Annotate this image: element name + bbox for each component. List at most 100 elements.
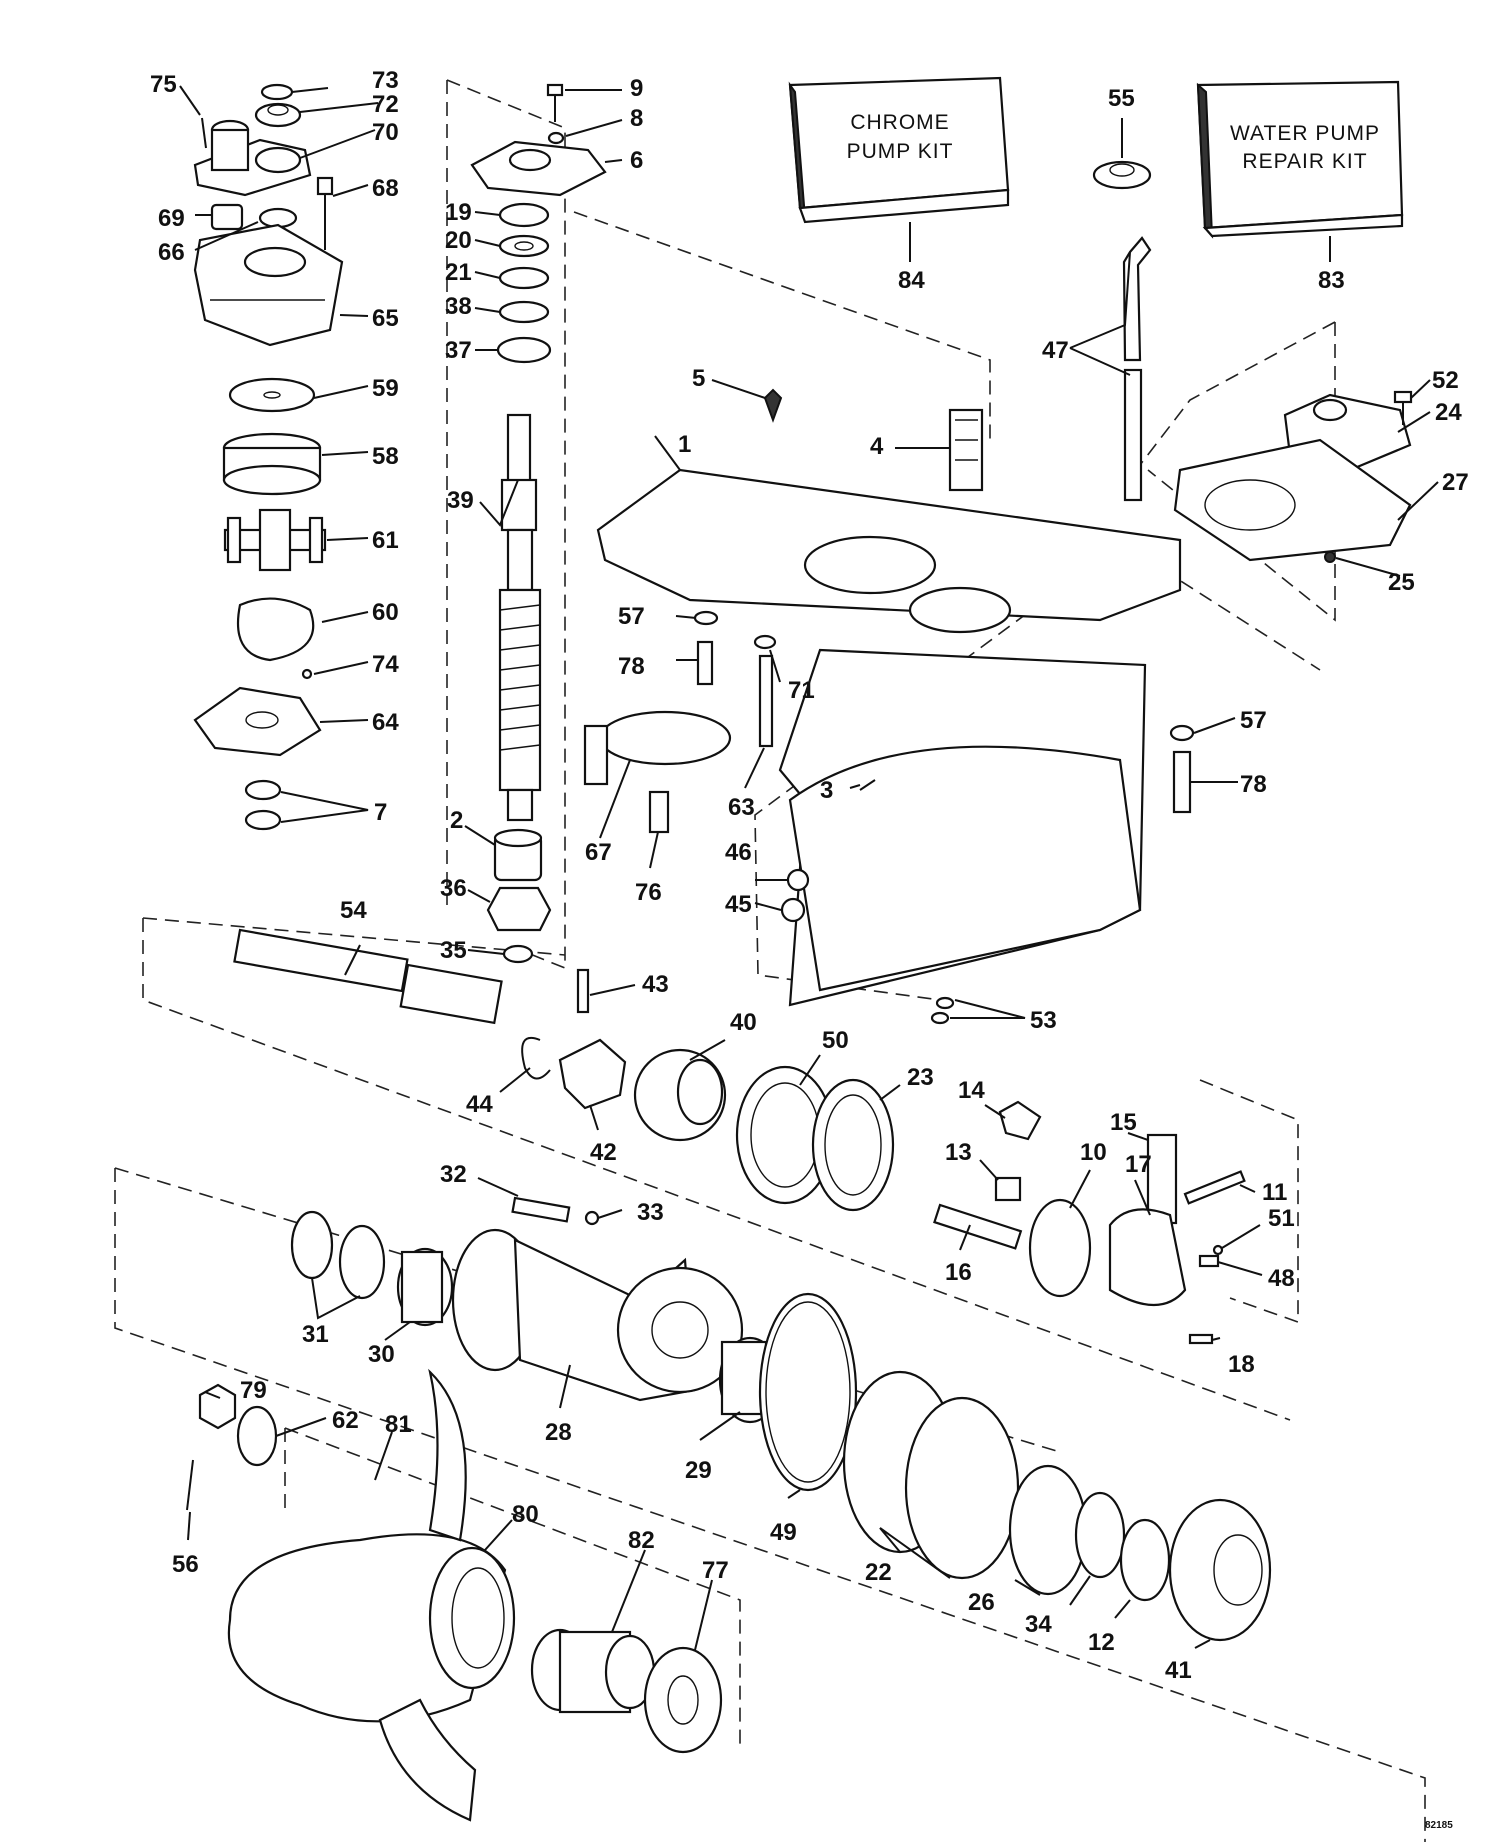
callout-18: 18 [1228,1351,1255,1378]
callout-19: 19 [445,199,472,226]
callout-38: 38 [445,293,472,320]
callout-62: 62 [332,1407,359,1434]
callout-71: 71 [788,677,815,704]
chrome-pump-kit-box: CHROME PUMP KIT [788,76,1010,262]
callout-23: 23 [907,1064,934,1091]
callout-20: 20 [445,227,472,254]
callout-41: 41 [1165,1657,1192,1684]
callout-32: 32 [440,1161,467,1188]
callout-5: 5 [692,365,705,392]
callout-46: 46 [725,839,752,866]
callout-42: 42 [590,1139,617,1166]
figure-reference: 82185 [1425,1820,1453,1831]
water-tube-and-right-pump [1092,160,1413,563]
callout-25: 25 [1388,569,1415,596]
callout-44: 44 [466,1091,493,1118]
chrome-pump-kit-line-1: CHROME [850,111,949,134]
callout-9: 9 [630,75,643,102]
callout-1: 1 [678,431,691,458]
callout-35: 35 [440,937,467,964]
callout-12: 12 [1088,1629,1115,1656]
water-pump-repair-kit-line-2: REPAIR KIT [1242,150,1367,173]
callout-56: 56 [172,1551,199,1578]
driveshaft-stack [470,83,607,964]
callout-3: 3 [820,777,833,804]
callout-77: 77 [702,1557,729,1584]
water-pump-repair-kit-line-1: WATER PUMP [1230,122,1380,145]
callout-66: 66 [158,239,185,266]
callout-74: 74 [372,651,399,678]
callout-54: 54 [340,897,367,924]
callout-14: 14 [958,1077,985,1104]
callout-13: 13 [945,1139,972,1166]
callout-34: 34 [1025,1611,1052,1638]
callout-67: 67 [585,839,612,866]
callout-40: 40 [730,1009,757,1036]
callout-7: 7 [374,799,387,826]
callout-82: 82 [628,1527,655,1554]
callout-57-right: 57 [1240,707,1267,734]
callout-2: 2 [450,807,463,834]
callout-57-left: 57 [618,603,645,630]
callout-10: 10 [1080,1139,1107,1166]
callout-17: 17 [1125,1151,1152,1178]
callout-52: 52 [1432,367,1459,394]
callout-4: 4 [870,433,884,460]
callout-59: 59 [372,375,399,402]
water-pump-stack [193,83,344,831]
callout-47: 47 [1042,337,1069,364]
callout-29: 29 [685,1457,712,1484]
callout-78-right: 78 [1240,771,1267,798]
callout-51: 51 [1268,1205,1295,1232]
callout-80: 80 [512,1501,539,1528]
callout-31: 31 [302,1321,329,1348]
callout-43: 43 [642,971,669,998]
callout-37: 37 [445,337,472,364]
callout-26: 26 [968,1589,995,1616]
callout-39: 39 [447,487,474,514]
callout-28: 28 [545,1419,572,1446]
callout-53: 53 [1030,1007,1057,1034]
callout-58: 58 [372,443,399,470]
callout-36: 36 [440,875,467,902]
callout-16: 16 [945,1259,972,1286]
callout-33: 33 [637,1199,664,1226]
callout-83: 83 [1318,267,1345,294]
callout-49: 49 [770,1519,797,1546]
callout-50: 50 [822,1027,849,1054]
callout-24: 24 [1435,399,1462,426]
callout-81: 81 [385,1411,412,1438]
callout-27: 27 [1442,469,1469,496]
callout-73: 73 [372,67,399,94]
callout-21: 21 [445,259,472,286]
callout-22: 22 [865,1559,892,1586]
callout-70: 70 [372,119,399,146]
callout-78-left: 78 [618,653,645,680]
water-pump-repair-kit-box: WATER PUMP REPAIR KIT [1196,80,1404,262]
callout-65: 65 [372,305,399,332]
callout-61: 61 [372,527,399,554]
callout-76: 76 [635,879,662,906]
middle-parts-row [233,610,1246,1345]
callout-30: 30 [368,1341,395,1368]
callout-69: 69 [158,205,185,232]
propeller-row [186,1368,723,1822]
callout-60: 60 [372,599,399,626]
callout-48: 48 [1268,1265,1295,1292]
callout-84: 84 [898,267,925,294]
callout-75: 75 [150,71,177,98]
chrome-pump-kit-line-2: PUMP KIT [847,140,954,163]
callout-68: 68 [372,175,399,202]
callout-15: 15 [1110,1109,1137,1136]
callout-45: 45 [725,891,752,918]
callout-63: 63 [728,794,755,821]
callout-labels: 1 2 3 4 5 6 7 8 9 10 11 12 13 14 15 16 1… [150,67,1469,1831]
callout-55: 55 [1108,85,1135,112]
leader-lines [179,85,1439,1651]
gearcase-housing [596,388,1182,1007]
callout-6: 6 [630,147,643,174]
bearing-housing-row [290,1196,1272,1642]
callout-79: 79 [240,1377,267,1404]
callout-8: 8 [630,105,643,132]
